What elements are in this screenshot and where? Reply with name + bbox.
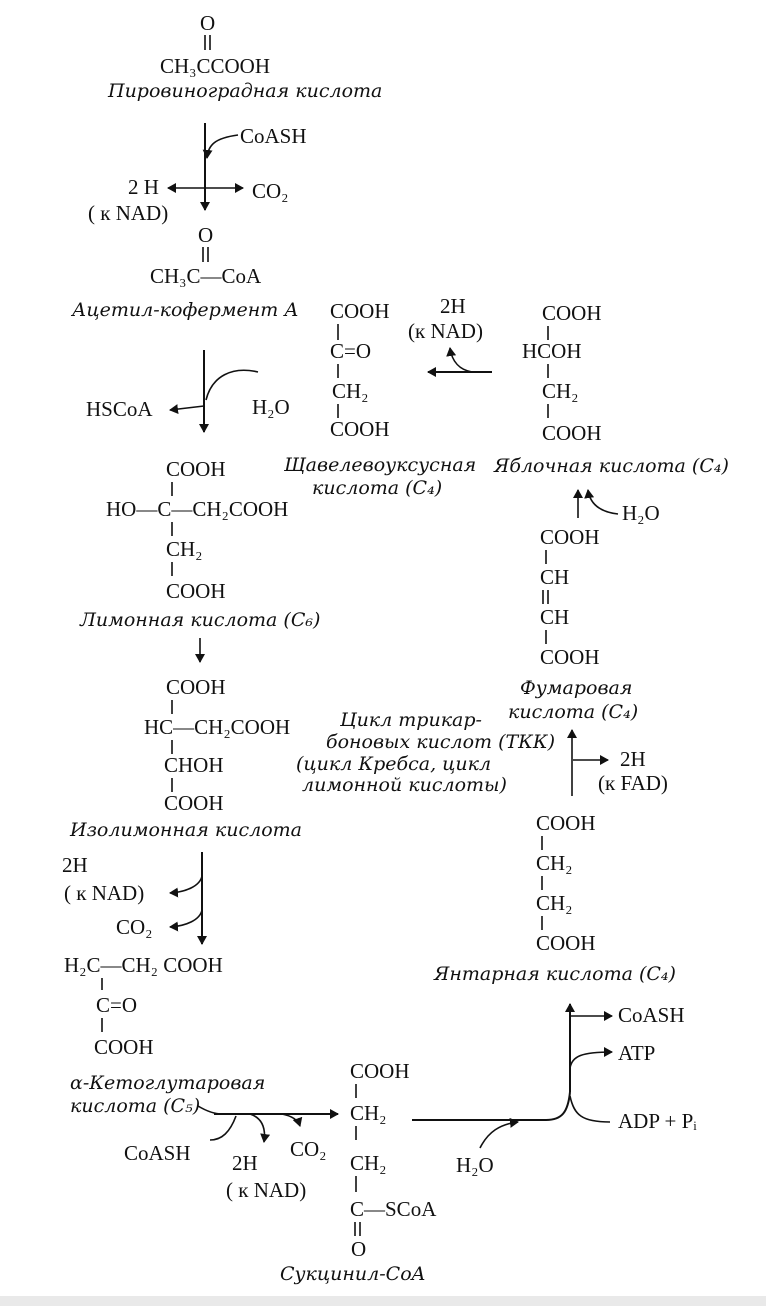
malate-c1: COOH: [542, 301, 602, 325]
step-citrate-hscoa: HSCoA: [86, 397, 153, 421]
cycle-line-2: боновых кислот (ТКК): [326, 731, 555, 753]
acetyl-label: Ацетил-кофермент А: [70, 299, 299, 321]
malate: COOH HCOH CH₂ COOH Яблочная кислота (C₄): [493, 301, 729, 477]
fumarate-label-2: кислота (C₄): [508, 701, 638, 723]
cycle-line-4: лимонной кислоты): [302, 774, 507, 796]
fumarate: COOH CH CH COOH Фумаровая кислота (C₄): [508, 525, 638, 723]
succinate: COOH CH₂ CH₂ COOH Янтарная кислота (C₄): [433, 811, 676, 985]
step-sucoa-2h: 2H: [232, 1151, 258, 1175]
oxaloacetate-c4: COOH: [330, 417, 390, 441]
step-sucoa-nad: ( к NAD): [226, 1178, 306, 1202]
pyruvate-formula: CH₃CCOOH: [160, 54, 270, 78]
akg-label-2: кислота (C₅): [70, 1095, 200, 1117]
oxaloacetate-c2: C=O: [330, 339, 371, 363]
cycle-line-3: (цикл Кребса, цикл: [296, 753, 491, 775]
akg-c3: COOH: [94, 1035, 154, 1059]
step-malate-oxidation: 2H (к NAD): [408, 294, 492, 377]
oxaloacetate: COOH C=O CH₂ COOH Щавелевоуксусная кисло…: [283, 299, 476, 499]
step-fumarate-hydration: H₂O: [573, 489, 660, 525]
fumarate-c4: COOH: [540, 645, 600, 669]
step-succinate-oxidation: 2H (к FAD): [567, 729, 668, 796]
step1-coash: CoASH: [240, 124, 307, 148]
citrate-c3: CH₂: [166, 537, 203, 561]
isocitrate-c3: CHOH: [164, 753, 224, 777]
step-akg-nad: ( к NAD): [64, 881, 144, 905]
akg-c1: H₂C—CH₂ COOH: [64, 953, 223, 977]
fumarate-c3: CH: [540, 605, 569, 629]
pyruvate-oxygen: O: [200, 11, 215, 35]
succinylcoa-c3: CH₂: [350, 1151, 387, 1175]
oxaloacetate-c1: COOH: [330, 299, 390, 323]
step-citrate-h2o: H₂O: [252, 395, 290, 419]
step-sucoa-coash: CoASH: [124, 1141, 191, 1165]
step-final-coash: CoASH: [618, 1003, 685, 1027]
pyruvate: O CH₃CCOOH Пировиноградная кислота: [107, 11, 382, 102]
malate-label: Яблочная кислота (C₄): [493, 455, 729, 477]
step-citrate-synthesis: HSCoA H₂O: [86, 350, 290, 433]
isocitrate-label: Изолимонная кислота: [69, 819, 302, 841]
step-succinylcoa-hydrolysis: CoASH ATP ADP + Pᵢ H₂O: [412, 1003, 697, 1177]
citrate: COOH HO—C—CH₂COOH CH₂ COOH Лимонная кисл…: [79, 457, 320, 631]
isocitrate-c1: COOH: [166, 675, 226, 699]
malate-c3: CH₂: [542, 379, 579, 403]
step-akg-co2: CO₂: [116, 915, 153, 939]
step-succinate-fad: (к FAD): [598, 771, 668, 795]
step-succinate-2h: 2H: [620, 747, 646, 771]
step-sucoa-co2: CO₂: [290, 1137, 327, 1161]
malate-c4: COOH: [542, 421, 602, 445]
bottom-rule: [0, 1296, 766, 1306]
fumarate-c2: CH: [540, 565, 569, 589]
akg-label-1: α-Кетоглутаровая: [70, 1072, 265, 1094]
isocitrate-c4: COOH: [164, 791, 224, 815]
step-akg-2h: 2H: [62, 853, 88, 877]
step1-nad: ( к NAD): [88, 201, 168, 225]
malate-c2: HCOH: [522, 339, 582, 363]
succinylcoa-c4: C—SCoA: [350, 1197, 437, 1221]
isocitrate: COOH HC—CH₂COOH CHOH COOH Изолимонная ки…: [69, 675, 302, 841]
cycle-title: Цикл трикар- боновых кислот (ТКК) (цикл …: [296, 709, 555, 796]
oxaloacetate-c3: CH₂: [332, 379, 369, 403]
step-final-h2o: H₂O: [456, 1153, 494, 1177]
succinate-c4: COOH: [536, 931, 596, 955]
citrate-label: Лимонная кислота (C₆): [79, 609, 320, 631]
step1-2h: 2 H: [128, 175, 159, 199]
fumarate-c1: COOH: [540, 525, 600, 549]
step-pyruvate-decarboxylation: CoASH 2 H ( к NAD) CO₂: [88, 123, 307, 225]
step-final-adp: ADP + Pᵢ: [618, 1109, 697, 1133]
oxaloacetate-label-2: кислота (C₄): [312, 477, 442, 499]
akg-c2: C=O: [96, 993, 137, 1017]
citrate-c1: COOH: [166, 457, 226, 481]
step-akg-decarboxylation: CoASH 2H ( к NAD) CO₂: [124, 1105, 339, 1202]
alpha-ketoglutarate: H₂C—CH₂ COOH C=O COOH α-Кетоглутаровая к…: [64, 953, 265, 1117]
succinylcoa-c2: CH₂: [350, 1101, 387, 1125]
isocitrate-c2: HC—CH₂COOH: [144, 715, 290, 739]
citrate-c2: HO—C—CH₂COOH: [106, 497, 288, 521]
succinylcoa-c1: COOH: [350, 1059, 410, 1083]
succinate-label: Янтарная кислота (C₄): [433, 963, 676, 985]
cycle-line-1: Цикл трикар-: [339, 709, 482, 731]
acetyl-coa: O CH₃C—CoA Ацетил-кофермент А: [70, 223, 299, 321]
succinate-c1: COOH: [536, 811, 596, 835]
succinate-c3: CH₂: [536, 891, 573, 915]
oxaloacetate-label-1: Щавелевоуксусная: [283, 454, 476, 476]
step-fumarate-h2o: H₂O: [622, 501, 660, 525]
step1-co2: CO₂: [252, 179, 289, 203]
step-malate-2h: 2H: [440, 294, 466, 318]
fumarate-label-1: Фумаровая: [520, 677, 632, 699]
step-final-atp: ATP: [618, 1041, 655, 1065]
succinylcoa-c5: O: [351, 1237, 366, 1261]
succinate-c2: CH₂: [536, 851, 573, 875]
citrate-c4: COOH: [166, 579, 226, 603]
succinyl-coa: COOH CH₂ CH₂ C—SCoA O Сукцинил-CoA: [280, 1059, 437, 1285]
step-malate-nad: (к NAD): [408, 319, 483, 343]
pyruvate-label: Пировиноградная кислота: [107, 80, 382, 102]
succinylcoa-label: Сукцинил-CoA: [280, 1263, 425, 1285]
step-isocitrate-decarboxylation: 2H ( к NAD) CO₂: [62, 852, 207, 945]
acetyl-oxygen: O: [198, 223, 213, 247]
acetyl-formula: CH₃C—CoA: [150, 264, 262, 288]
